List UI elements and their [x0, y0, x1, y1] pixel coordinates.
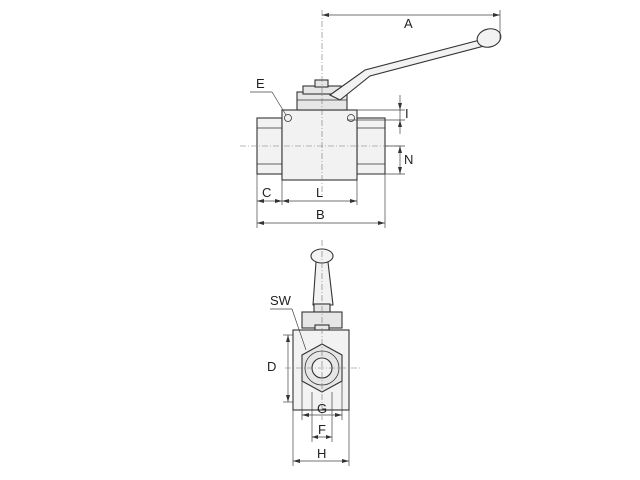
dimension-label-g: G — [317, 401, 327, 416]
dimension-label-c: C — [262, 185, 271, 200]
front-view — [240, 10, 502, 195]
side-handle-lever — [312, 261, 334, 306]
dimension-label-b: B — [316, 207, 325, 222]
side-view — [285, 240, 360, 420]
body-bolt-right — [347, 114, 355, 122]
handle-lever — [328, 39, 485, 101]
dimension-label-d: D — [267, 359, 276, 374]
dimension-label-l: L — [316, 185, 323, 200]
handle-grip — [476, 28, 502, 48]
dimension-label-f: F — [318, 422, 326, 437]
callout-label-sw: SW — [270, 293, 292, 308]
stem-top — [314, 79, 329, 88]
dimension-label-i: I — [405, 106, 409, 121]
dimension-label-a: A — [404, 16, 413, 31]
side-dimensions: SW D G F H — [267, 293, 350, 466]
valve-body — [281, 109, 358, 181]
dimension-label-n: N — [404, 152, 413, 167]
callout-label-e: E — [256, 76, 265, 91]
body-bolt-left — [284, 114, 292, 122]
dimension-label-h: H — [317, 446, 326, 461]
front-dimensions: A E I N C L — [250, 10, 501, 228]
